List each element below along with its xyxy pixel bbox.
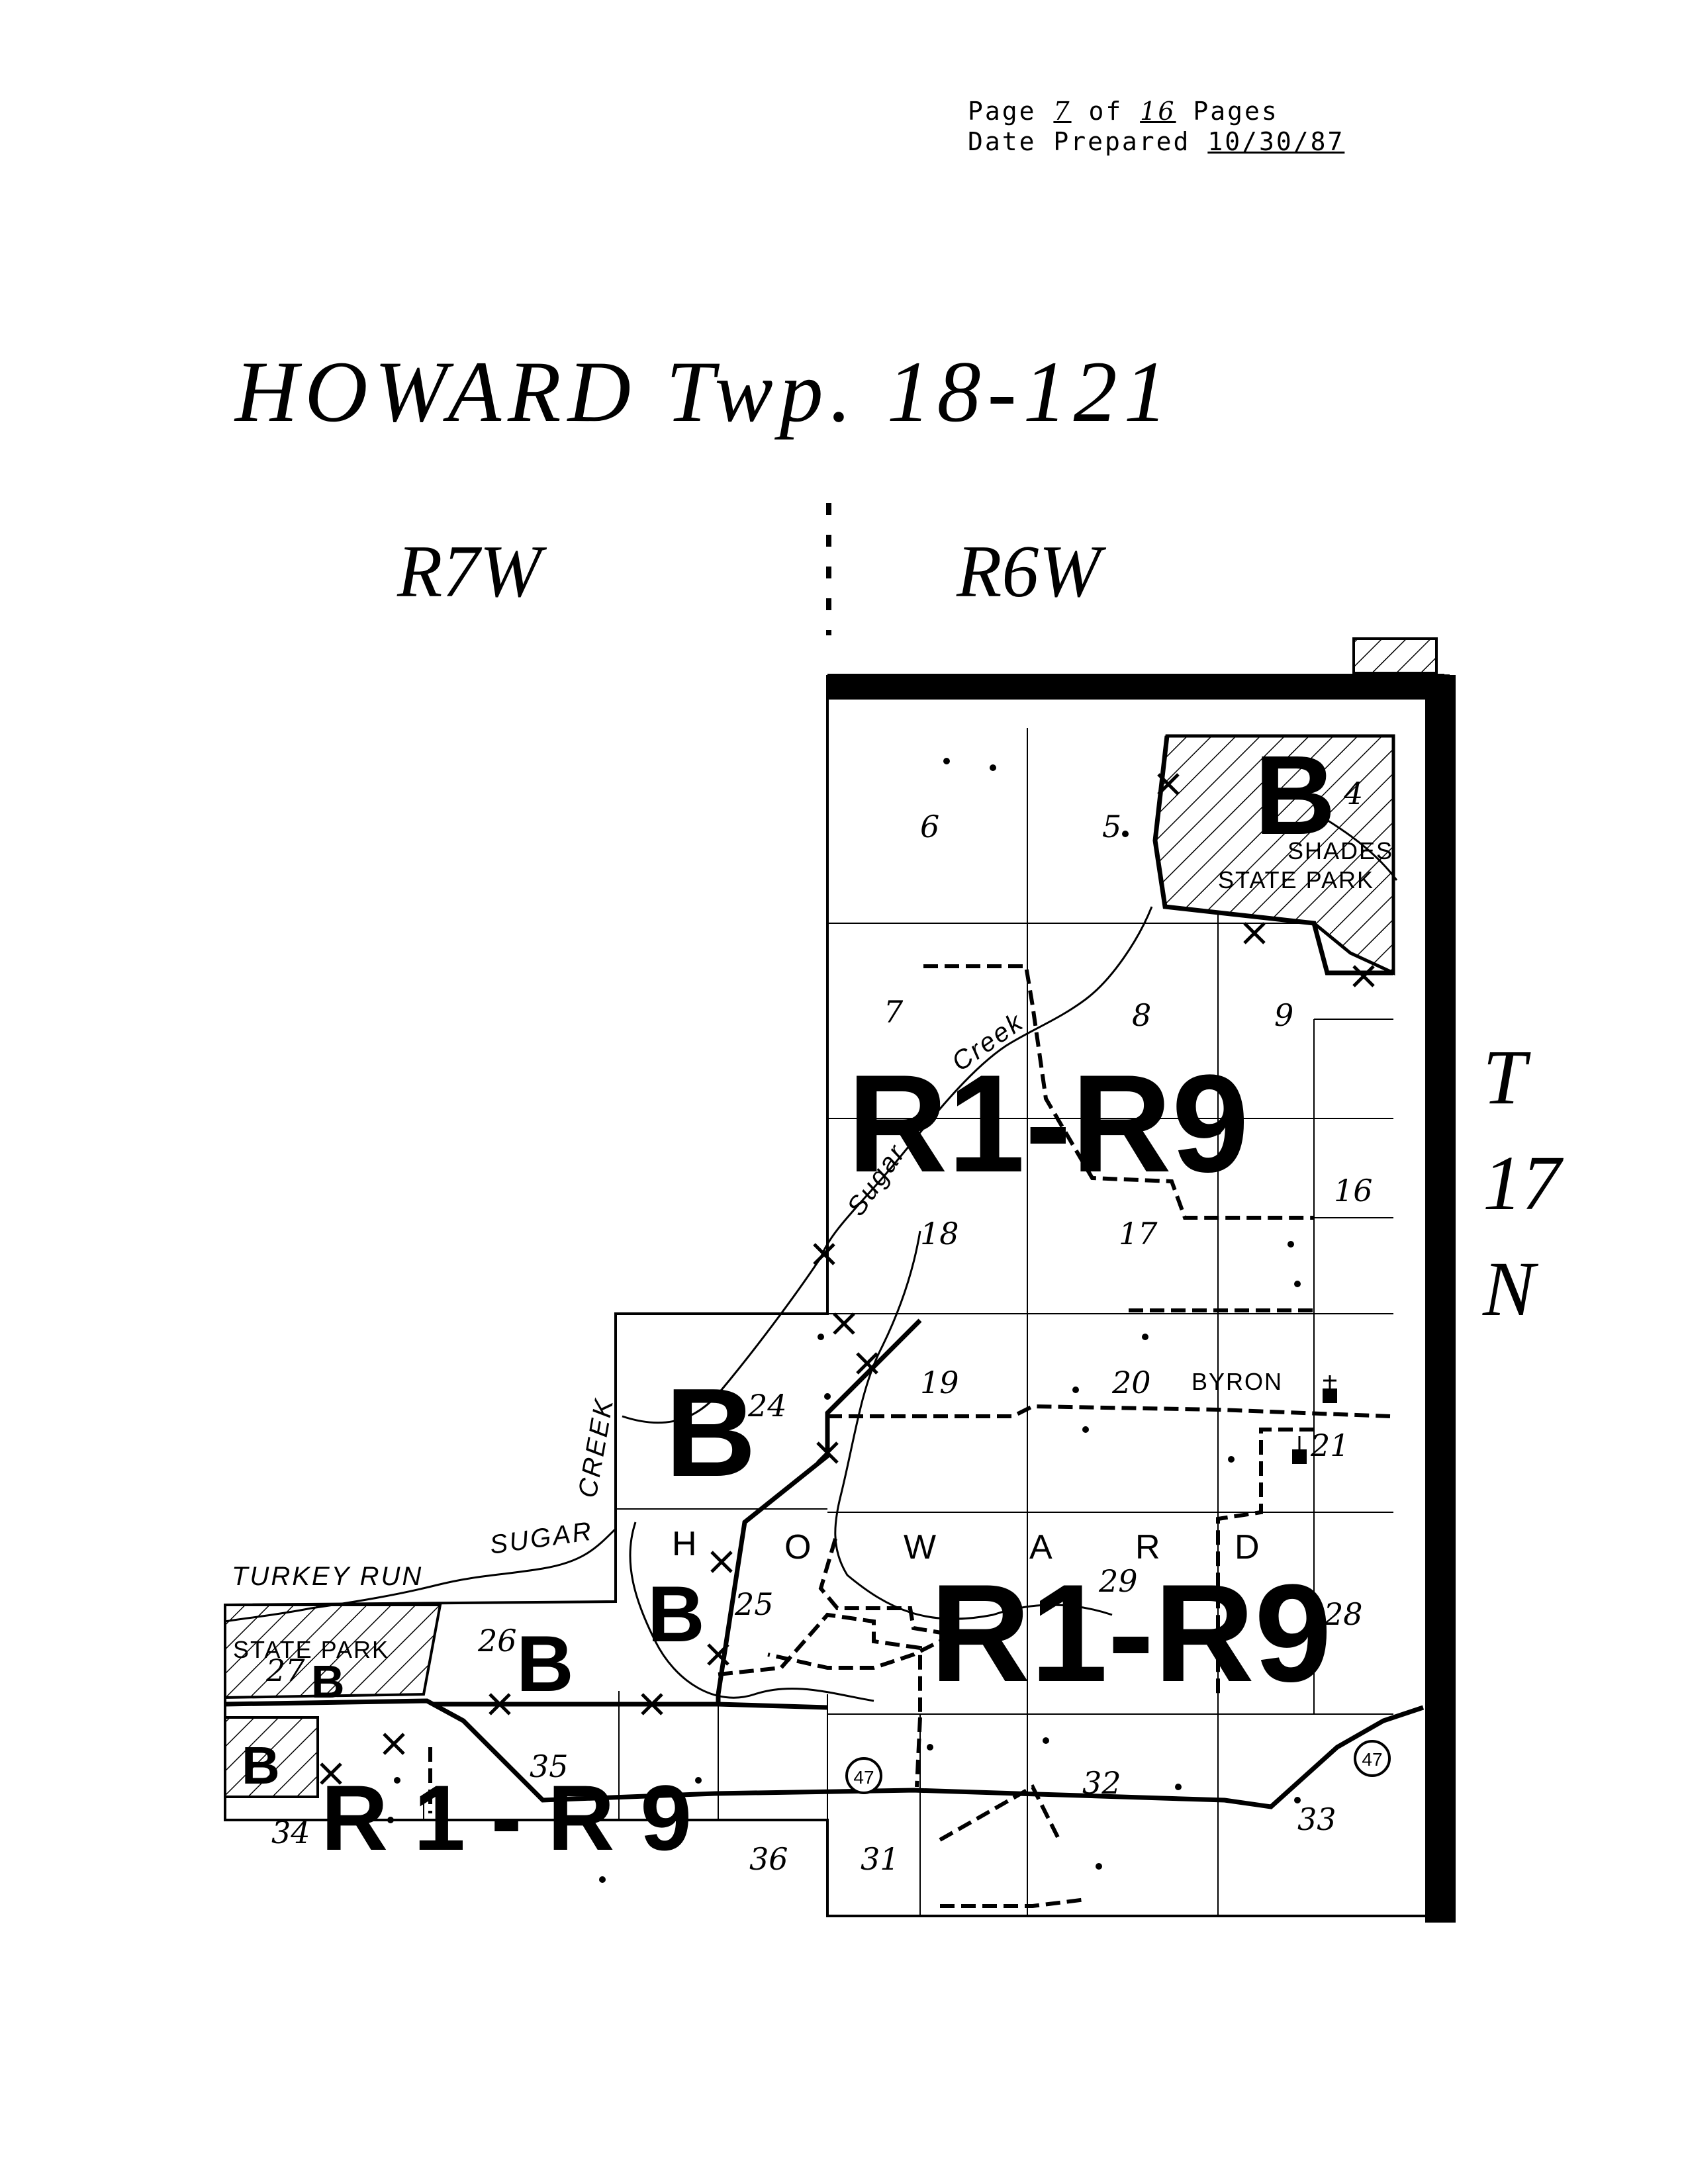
- section-number: 35: [530, 1749, 569, 1784]
- section-numbers: 6 5 4 7 8 9 16 18 17 24 19 20 21 25 29 2…: [265, 776, 1373, 1877]
- state-park-west-label: STATE PARK: [233, 1636, 389, 1663]
- section-number: 29: [1098, 1563, 1138, 1599]
- page-number: 7: [1053, 97, 1072, 126]
- section-number: 17: [1119, 1216, 1158, 1251]
- page-header: Page 7 of 16 Pages Date Prepared 10/30/8…: [968, 96, 1344, 157]
- creeks: [224, 813, 1398, 1702]
- section-number: 18: [920, 1216, 959, 1251]
- section-number: 6: [920, 809, 939, 844]
- howard-letter: A: [1029, 1528, 1052, 1567]
- section-number: 5: [1102, 809, 1121, 844]
- zone-b-label: B: [242, 1736, 280, 1795]
- section-number: 31: [861, 1841, 900, 1877]
- zone-b-label: B: [647, 1570, 705, 1659]
- section-number: 20: [1111, 1365, 1151, 1400]
- zone-r1r9-label: R1-R9: [930, 1555, 1332, 1711]
- zone-b-label: B: [516, 1619, 574, 1708]
- section-number: 7: [884, 994, 904, 1030]
- byron-label: BYRON: [1192, 1368, 1283, 1395]
- sugar-label: SUGAR: [488, 1516, 595, 1559]
- boundary-marks: [320, 773, 1375, 1785]
- section-number: 34: [271, 1815, 310, 1850]
- shades-label: SHADES: [1287, 837, 1393, 864]
- cross-icon: [1292, 1375, 1337, 1464]
- route-marker: 47: [845, 1757, 882, 1794]
- section-number: 32: [1082, 1765, 1121, 1801]
- route-marker: 47: [1354, 1740, 1391, 1777]
- total-pages: 16: [1140, 97, 1176, 126]
- section-number: 28: [1323, 1596, 1363, 1632]
- range-west: R7W: [397, 531, 541, 613]
- section-number: 26: [477, 1623, 517, 1659]
- howard-letter: R: [1135, 1528, 1160, 1567]
- township-number: 17: [1483, 1140, 1561, 1226]
- section-number: 27: [265, 1653, 305, 1688]
- township-title: HOWARD Twp. 18-121: [235, 343, 1174, 440]
- pages-label: Pages: [1193, 97, 1279, 126]
- zone-b-label: B: [665, 1363, 756, 1503]
- section-number: 33: [1297, 1801, 1336, 1837]
- zone-r1r9-label: R1-R9: [847, 1046, 1249, 1201]
- state-park-label: STATE PARK: [1218, 866, 1374, 893]
- zone-r1r9-label: R 1 - R 9: [321, 1766, 692, 1870]
- section-number: 24: [747, 1388, 787, 1424]
- section-number: 21: [1310, 1428, 1350, 1463]
- howard-letters: H O W A R D: [672, 1525, 1260, 1567]
- township-n: N: [1483, 1246, 1535, 1332]
- howard-letter: D: [1235, 1528, 1260, 1567]
- page-label: Page: [968, 97, 1037, 126]
- date-label: Date Prepared: [968, 127, 1191, 156]
- dashed-roads: [428, 964, 1391, 1908]
- svg-text:47: 47: [853, 1767, 874, 1788]
- turkey-run-label: TURKEY RUN: [232, 1562, 423, 1591]
- map-dots: [387, 758, 1301, 1883]
- howard-letter: O: [784, 1528, 811, 1567]
- corner-hatch-area: [1352, 637, 1438, 674]
- section-number: 9: [1274, 997, 1293, 1033]
- howard-letter: H: [672, 1525, 697, 1563]
- zoning-labels: B R1-R9 B B R1-R9 B B B R 1 - R 9: [242, 733, 1336, 1870]
- howard-letter: W: [904, 1528, 936, 1567]
- date-value: 10/30/87: [1207, 127, 1345, 156]
- section-number: 8: [1132, 997, 1151, 1033]
- township-t: T: [1483, 1034, 1526, 1120]
- section-number: 25: [734, 1586, 774, 1622]
- zone-b-label: B: [1254, 733, 1336, 858]
- section-grid: [423, 728, 1393, 1916]
- section-number: 4: [1343, 776, 1363, 811]
- section-number: 36: [749, 1841, 788, 1877]
- range-east: R6W: [957, 531, 1101, 613]
- section-number: 19: [920, 1365, 959, 1400]
- creek-label: CREEK: [573, 1395, 620, 1500]
- zone-b-label: B: [311, 1656, 345, 1707]
- svg-text:47: 47: [1362, 1749, 1382, 1770]
- of-label: of: [1088, 97, 1123, 126]
- section-number: 16: [1334, 1173, 1373, 1208]
